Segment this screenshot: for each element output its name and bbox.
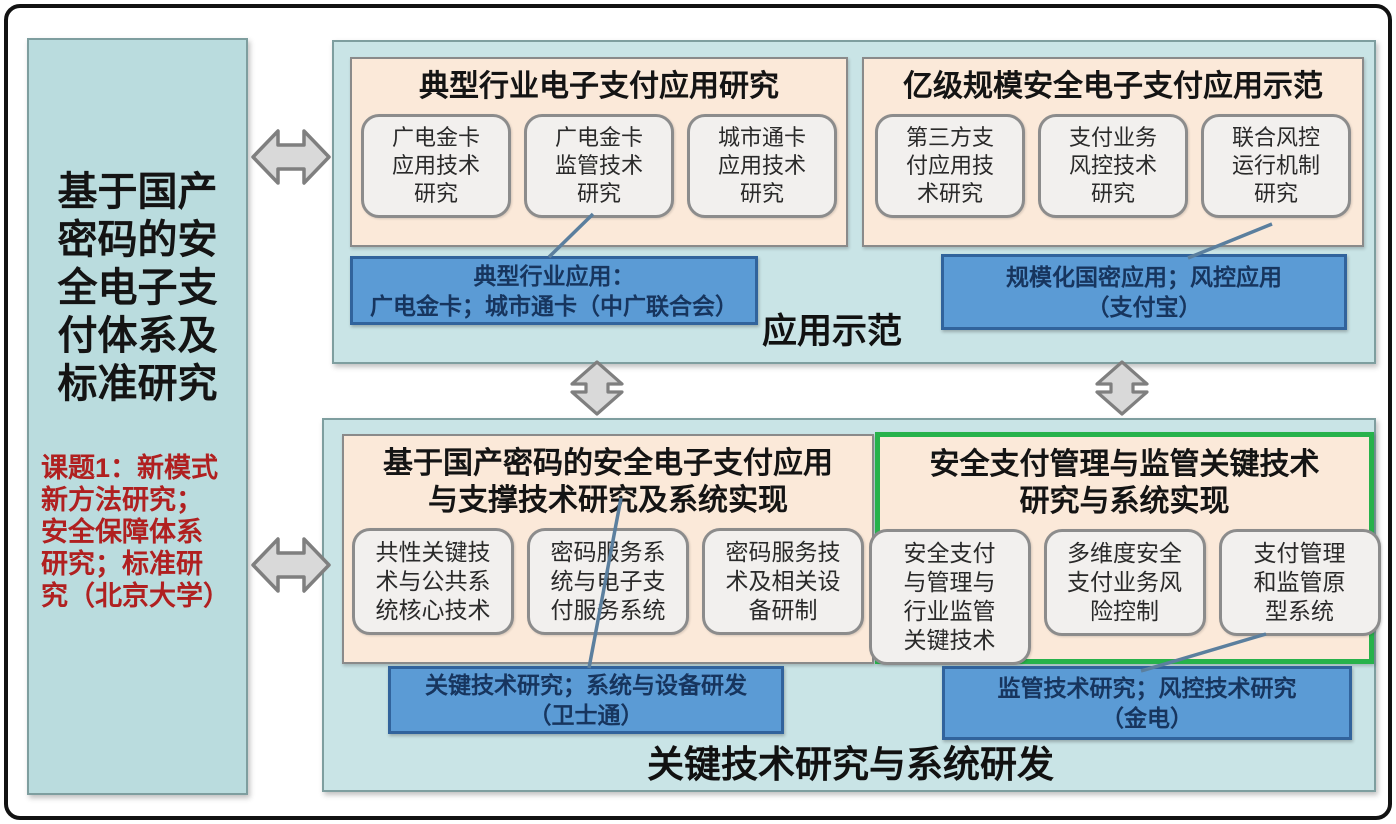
key-technology-label: 关键技术研究与系统研发 xyxy=(647,744,1054,785)
group-payment-support-tech: 基于国产密码的安全电子支付应用 与支撑技术研究及系统实现 共性关键技 术与公共系… xyxy=(342,434,874,664)
task-card: 安全支付 与管理与 行业监管 关键技术 xyxy=(868,529,1031,665)
card-row: 共性关键技 术与公共系 统核心技术 密码服务系 统与电子支 付服务系统 密码服务… xyxy=(344,528,872,635)
card-row: 安全支付 与管理与 行业监管 关键技术 多维度安全 支付业务风 险控制 支付管理… xyxy=(868,529,1381,665)
task-card: 密码服务系 统与电子支 付服务系统 xyxy=(527,528,689,635)
project-panel: 基于国产 密码的安 全电子支 付体系及 标准研究 课题1：新模式 新方法研究； … xyxy=(27,38,248,795)
application-demo-section: 典型行业电子支付应用研究 广电金卡 应用技术 研究 广电金卡 监管技术 研究 城… xyxy=(332,40,1376,364)
group-title: 典型行业电子支付应用研究 xyxy=(419,70,779,103)
group-title: 亿级规模安全电子支付应用示范 xyxy=(903,70,1323,103)
double-arrow-horizontal-icon xyxy=(251,129,331,185)
double-arrow-vertical-icon xyxy=(570,360,624,416)
group-title: 基于国产密码的安全电子支付应用 与支撑技术研究及系统实现 xyxy=(383,447,833,517)
task-card: 广电金卡 应用技术 研究 xyxy=(361,114,511,218)
task-card: 密码服务技 术及相关设 备研制 xyxy=(702,528,864,635)
project-title: 基于国产 密码的安 全电子支 付体系及 标准研究 xyxy=(57,170,218,406)
task-card: 支付业务 风控技术 研究 xyxy=(1038,114,1188,218)
group-title: 安全支付管理与监管关键技术 研究与系统实现 xyxy=(929,448,1320,518)
callout-goldpay-partner: 监管技术研究；风控技术研究 （金电） xyxy=(942,666,1352,740)
task-card: 广电金卡 监管技术 研究 xyxy=(524,114,674,218)
group-typical-industry: 典型行业电子支付应用研究 广电金卡 应用技术 研究 广电金卡 监管技术 研究 城… xyxy=(350,57,848,247)
callout-westone-partner: 关键技术研究；系统与设备研发 （卫士通） xyxy=(388,666,784,734)
application-demo-label: 应用示范 xyxy=(762,312,903,351)
card-row: 广电金卡 应用技术 研究 广电金卡 监管技术 研究 城市通卡 应用技术 研究 xyxy=(352,114,846,218)
task-card: 联合风控 运行机制 研究 xyxy=(1201,114,1351,218)
callout-typical-industry-partner: 典型行业应用： 广电金卡；城市通卡（中广联合会） xyxy=(350,256,758,325)
task-card: 支付管理 和监管原 型系统 xyxy=(1218,529,1381,636)
double-arrow-horizontal-icon xyxy=(251,537,331,593)
callout-alipay-partner: 规模化国密应用；风控应用 （支付宝） xyxy=(941,254,1347,330)
task-card: 城市通卡 应用技术 研究 xyxy=(687,114,837,218)
group-supervision-tech-highlighted: 安全支付管理与监管关键技术 研究与系统实现 安全支付 与管理与 行业监管 关键技… xyxy=(868,432,1381,665)
card-row: 第三方支 付应用技 术研究 支付业务 风控技术 研究 联合风控 运行机制 研究 xyxy=(864,114,1362,218)
key-technology-section: 基于国产密码的安全电子支付应用 与支撑技术研究及系统实现 共性关键技 术与公共系… xyxy=(322,418,1381,792)
group-large-scale-demo: 亿级规模安全电子支付应用示范 第三方支 付应用技 术研究 支付业务 风控技术 研… xyxy=(862,57,1364,247)
project-topic-note: 课题1：新模式 新方法研究； 安全保障体系 研究；标准研 究（北京大学） xyxy=(41,453,230,611)
double-arrow-vertical-icon xyxy=(1095,360,1149,416)
task-card: 第三方支 付应用技 术研究 xyxy=(875,114,1025,218)
task-card: 共性关键技 术与公共系 统核心技术 xyxy=(352,528,514,635)
task-card: 多维度安全 支付业务风 险控制 xyxy=(1043,529,1206,636)
